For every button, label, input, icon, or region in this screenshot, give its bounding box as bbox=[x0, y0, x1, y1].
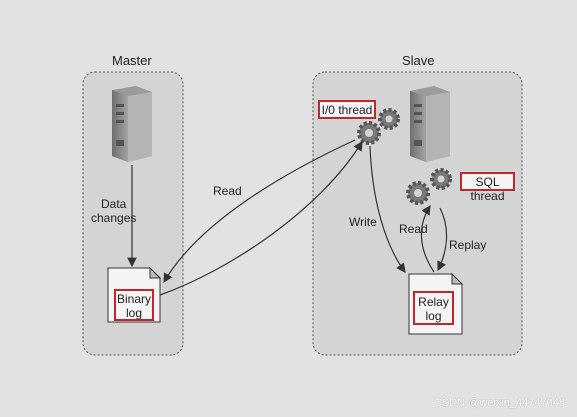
slave-title: Slave bbox=[402, 53, 435, 68]
binlog-to-io-arrow bbox=[159, 140, 363, 296]
sql-thread-gear-icon bbox=[406, 168, 452, 205]
binary-log-box: Binary log bbox=[114, 289, 154, 321]
write-label: Write bbox=[349, 215, 377, 229]
read-binlog-label: Read bbox=[213, 184, 242, 198]
master-server-icon bbox=[112, 86, 152, 162]
read-binlog-arrow bbox=[163, 139, 356, 284]
slave-server-icon bbox=[410, 86, 450, 162]
read-relay-arrow bbox=[420, 204, 435, 273]
io-thread-box: I/0 thread bbox=[318, 100, 376, 119]
watermark-text: CSDN @weixin_44747048 bbox=[433, 397, 565, 409]
data-changes-label: Data changes bbox=[91, 197, 137, 225]
io-thread-gear-icon bbox=[357, 108, 400, 145]
replay-arrow bbox=[437, 207, 448, 272]
sql-thread-box: SQL thread bbox=[460, 172, 515, 203]
read-relay-label: Read bbox=[399, 222, 428, 236]
master-title: Master bbox=[112, 53, 152, 68]
replay-label: Replay bbox=[449, 238, 487, 252]
slave-panel bbox=[312, 71, 523, 356]
write-relay-arrow bbox=[369, 145, 406, 273]
relay-log-box: Relay log bbox=[413, 291, 454, 325]
